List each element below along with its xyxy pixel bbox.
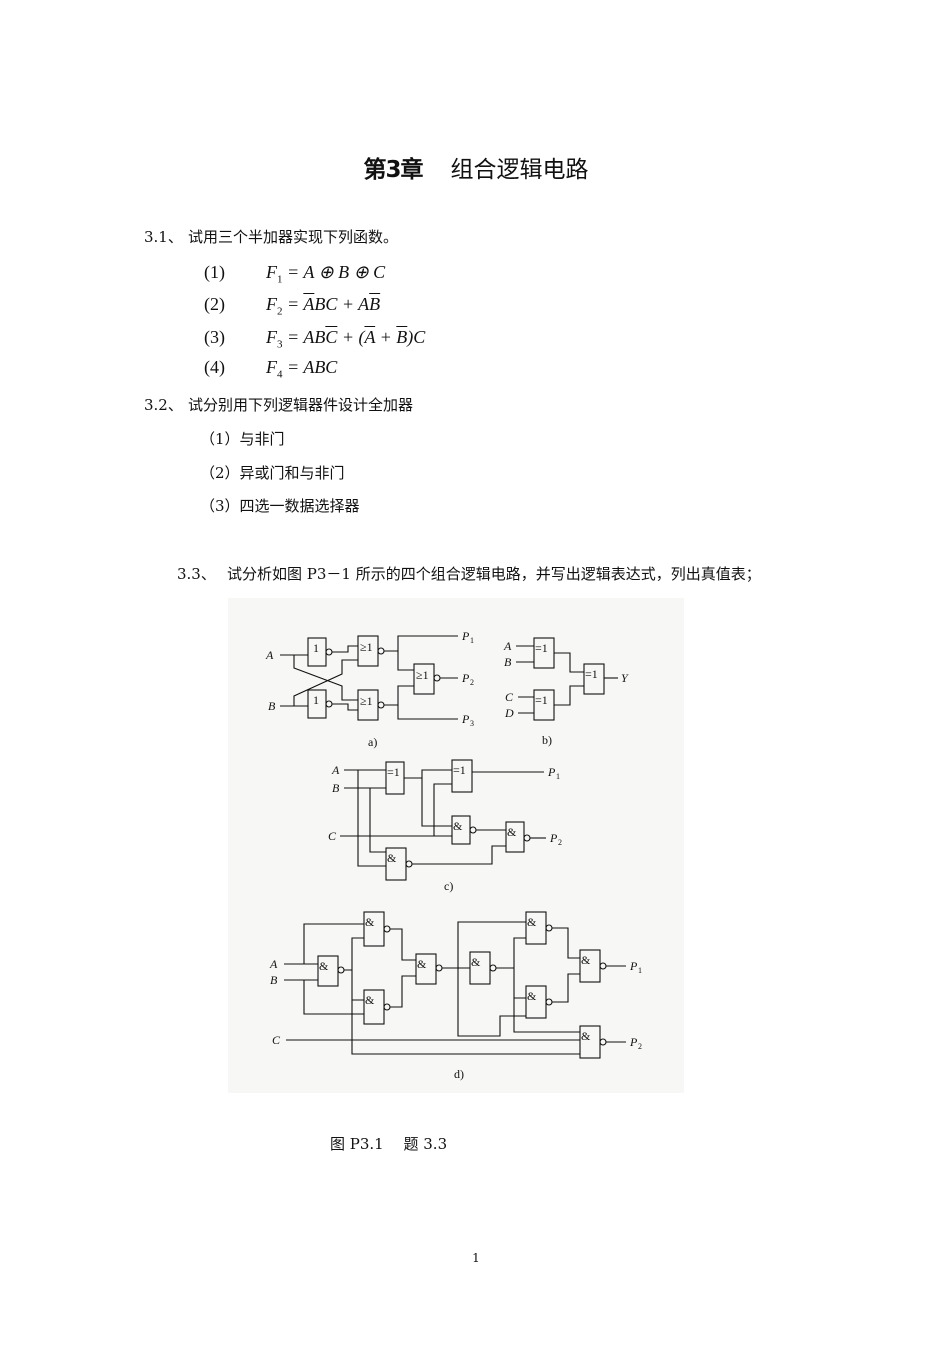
circuit-c: A B =1 =1 P 1 C & & & P 2 c) (328, 759, 562, 893)
svg-text:&: & (453, 819, 463, 833)
svg-text:&: & (471, 955, 481, 969)
svg-text:P: P (629, 1035, 638, 1049)
svg-text:&: & (581, 1029, 591, 1043)
question-text: 试用三个半加器实现下列函数。 (188, 228, 399, 246)
svg-text:&: & (365, 915, 375, 929)
svg-text:Y: Y (621, 671, 629, 685)
svg-text:C: C (505, 690, 514, 704)
equation-expr: = A ⊕ B ⊕ C (287, 262, 386, 282)
svg-text:=1: =1 (585, 667, 598, 681)
list-item: （1）与非门 (200, 430, 285, 448)
svg-text:B: B (332, 781, 340, 795)
chapter-name: 组合逻辑电路 (450, 157, 589, 183)
svg-text:1: 1 (556, 772, 560, 781)
svg-text:2: 2 (558, 838, 562, 847)
question-3-2: 3.2、试分别用下列逻辑器件设计全加器 (144, 394, 413, 415)
question-number: 3.3、 (177, 565, 216, 583)
svg-text:P: P (547, 765, 556, 779)
svg-text:3: 3 (470, 719, 474, 728)
svg-text:2: 2 (638, 1042, 642, 1051)
svg-text:c): c) (444, 879, 453, 893)
svg-text:B: B (268, 699, 276, 713)
svg-text:a): a) (368, 735, 377, 749)
equation-expr: = ABC (287, 357, 338, 377)
question-number: 3.1、 (144, 228, 183, 246)
svg-text:P: P (461, 712, 470, 726)
circuit-figure: A B 1 1 ≥1 ≥1 ≥1 P 1 P 2 (228, 598, 684, 1093)
svg-text:&: & (365, 993, 375, 1007)
svg-text:1: 1 (638, 966, 642, 975)
page-number: 1 (472, 1251, 480, 1265)
equation-expr: = ABC + AB (287, 294, 381, 314)
question-text: 试分析如图 P3－1 所示的四个组合逻辑电路，并写出逻辑表达式，列出真值表； (227, 565, 761, 583)
svg-text:2: 2 (470, 678, 474, 687)
svg-text:P: P (549, 831, 558, 845)
svg-text:=1: =1 (535, 641, 548, 655)
svg-text:1: 1 (470, 636, 474, 645)
svg-text:&: & (527, 989, 537, 1003)
circuit-d: A B & & & & & & & & P (269, 911, 642, 1081)
svg-text:A: A (265, 648, 274, 662)
equation-2: (2)F2 = ABC + AB (204, 294, 381, 318)
svg-text:&: & (417, 957, 427, 971)
list-item: （2）异或门和与非门 (200, 464, 345, 482)
svg-text:d): d) (454, 1067, 464, 1081)
svg-text:&: & (581, 953, 591, 967)
circuit-b: A B =1 C D =1 =1 Y b) (503, 637, 629, 747)
svg-text:1: 1 (313, 641, 319, 655)
chapter-title: 第3章 组合逻辑电路 (0, 150, 952, 184)
svg-text:&: & (319, 959, 329, 973)
svg-text:=1: =1 (535, 693, 548, 707)
list-item: （3）四选一数据选择器 (200, 497, 360, 515)
equation-3: (3)F3 = ABC + (A + B)C (204, 327, 426, 351)
svg-text:=1: =1 (387, 765, 400, 779)
chapter-number: 第3章 (363, 157, 423, 183)
svg-text:1: 1 (313, 693, 319, 707)
svg-text:B: B (504, 655, 512, 669)
svg-text:A: A (503, 639, 512, 653)
circuit-a: A B 1 1 ≥1 ≥1 ≥1 P 1 P 2 (265, 629, 474, 749)
svg-text:A: A (269, 957, 278, 971)
svg-text:=1: =1 (453, 763, 466, 777)
svg-text:&: & (527, 915, 537, 929)
question-number: 3.2、 (144, 396, 183, 414)
svg-text:C: C (328, 829, 337, 843)
svg-text:C: C (272, 1033, 281, 1047)
equation-4: (4)F4 = ABC (204, 357, 338, 381)
svg-text:P: P (461, 671, 470, 685)
svg-text:D: D (504, 706, 514, 720)
svg-text:&: & (507, 825, 517, 839)
svg-text:&: & (387, 851, 397, 865)
svg-text:A: A (331, 763, 340, 777)
svg-text:≥1: ≥1 (360, 640, 373, 654)
svg-text:≥1: ≥1 (416, 668, 429, 682)
question-3-1: 3.1、试用三个半加器实现下列函数。 (144, 226, 398, 247)
equation-1: (1)F1 = A ⊕ B ⊕ C (204, 262, 386, 286)
question-3-3: 3.3、试分析如图 P3－1 所示的四个组合逻辑电路，并写出逻辑表达式，列出真值… (177, 563, 761, 584)
figure-caption: 图 P3.1 题 3.3 (330, 1135, 448, 1153)
circuit-diagrams: A B 1 1 ≥1 ≥1 ≥1 P 1 P 2 (265, 629, 642, 1081)
svg-text:P: P (629, 959, 638, 973)
svg-text:B: B (270, 973, 278, 987)
svg-text:b): b) (542, 733, 552, 747)
question-text: 试分别用下列逻辑器件设计全加器 (188, 396, 414, 414)
equation-expr: = ABC + (A + B)C (287, 327, 426, 347)
svg-text:P: P (461, 629, 470, 643)
svg-text:≥1: ≥1 (360, 694, 373, 708)
